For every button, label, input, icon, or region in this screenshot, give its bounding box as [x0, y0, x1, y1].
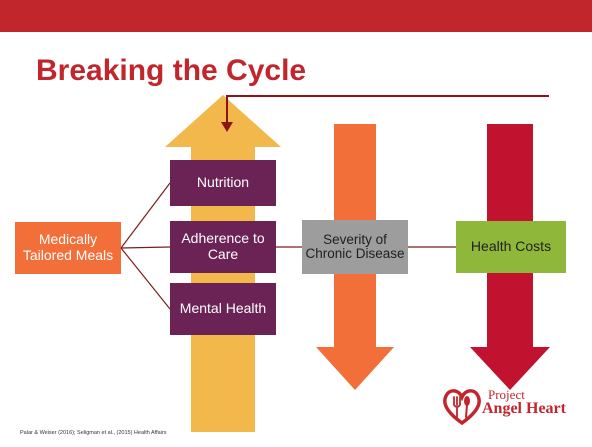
box-health-costs: Health Costs — [456, 221, 566, 273]
box-nutrition: Nutrition — [170, 160, 276, 206]
connector-meals-nutrition — [120, 182, 171, 249]
feedback-loop-line — [226, 95, 549, 124]
feedback-arrowhead — [221, 122, 233, 132]
box-mental-health: Mental Health — [170, 283, 276, 335]
logo-line-angel-heart: Angel Heart — [482, 400, 566, 417]
slide-title: Breaking the Cycle — [36, 54, 307, 87]
project-angel-heart-logo: Project Angel Heart — [440, 384, 580, 428]
box-adherence-to-care: Adherence to Care — [170, 221, 276, 273]
heart-fork-spoon-icon — [443, 389, 481, 426]
citation-text: Palar & Weiser (2016); Seligman et al., … — [20, 430, 167, 436]
logo-line-project: Project — [488, 387, 525, 402]
box-severity-of-chronic-disease: Severity of Chronic Disease — [302, 220, 408, 274]
box-medically-tailored-meals: Medically Tailored Meals — [15, 222, 121, 274]
header-bar — [0, 0, 592, 32]
logo-wordmark: Project Angel Heart — [482, 388, 566, 417]
connector-meals-adherence — [120, 246, 171, 249]
connector-meals-mental — [120, 247, 171, 310]
